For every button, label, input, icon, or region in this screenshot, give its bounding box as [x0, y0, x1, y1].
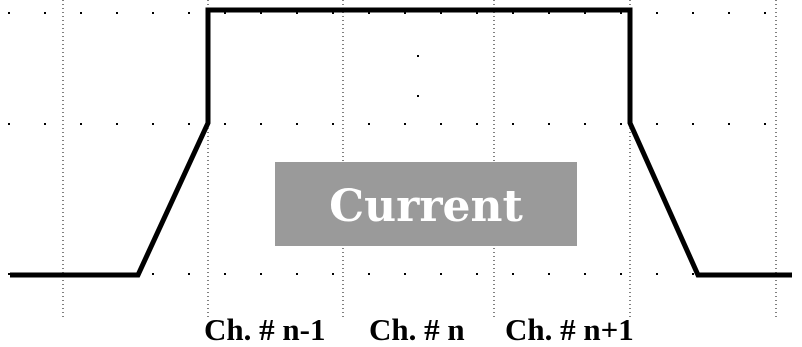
grid-dot-row1 — [224, 12, 226, 14]
grid-dot-row2 — [476, 123, 478, 125]
grid-dot-row2 — [440, 123, 442, 125]
grid-dot-row2 — [44, 123, 46, 125]
grid-dot-row2 — [548, 123, 550, 125]
grid-dot-row1 — [728, 12, 730, 14]
grid-dot-row1 — [584, 12, 586, 14]
grid-dot-row1 — [404, 12, 406, 14]
grid-dot-row2 — [116, 123, 118, 125]
grid-dot-row2 — [692, 123, 694, 125]
grid-dot-row3 — [404, 273, 406, 275]
grid-dot-row3 — [296, 273, 298, 275]
grid-dot-row3 — [188, 273, 190, 275]
grid-dot-row3 — [368, 273, 370, 275]
grid-dot-row3 — [260, 273, 262, 275]
grid-dot-row1 — [8, 12, 10, 14]
grid-dot-row2 — [224, 123, 226, 125]
grid-dot-row2 — [764, 123, 766, 125]
grid-dot-row1 — [116, 12, 118, 14]
grid-dot-row3 — [476, 273, 478, 275]
vertical-gridlines — [62, 0, 777, 318]
grid-dot-row1 — [152, 12, 154, 14]
grid-dot-row2 — [188, 123, 190, 125]
grid-dot-row1 — [548, 12, 550, 14]
grid-dot-row3 — [692, 273, 694, 275]
grid-dot-row3 — [620, 273, 622, 275]
channel-labels: Ch. # n-1 Ch. # n Ch. # n+1 — [204, 312, 634, 347]
grid-dot-row1 — [44, 12, 46, 14]
current-label-box — [275, 162, 577, 246]
current-label-text: Current — [329, 181, 523, 232]
grid-dot-row1 — [188, 12, 190, 14]
grid-dot-row2 — [656, 123, 658, 125]
grid-dot-row3 — [152, 273, 154, 275]
grid-dot-row1 — [368, 12, 370, 14]
channel-label-n: Ch. # n — [369, 312, 465, 347]
grid-dot-row3 — [548, 273, 550, 275]
grid-dot-row1 — [656, 12, 658, 14]
grid-dot-row2 — [584, 123, 586, 125]
grid-dot-row3 — [8, 273, 10, 275]
grid-dot-row1 — [764, 12, 766, 14]
grid-dot-row2 — [404, 123, 406, 125]
channel-label-n-plus-1: Ch. # n+1 — [505, 312, 634, 347]
channel-label-n-minus-1: Ch. # n-1 — [204, 312, 325, 347]
grid-dot-row2 — [512, 123, 514, 125]
grid-dot-row2 — [8, 123, 10, 125]
grid-dot-row2 — [296, 123, 298, 125]
grid-dot-row2 — [620, 123, 622, 125]
grid-dot-row3 — [512, 273, 514, 275]
grid-dot-row1 — [692, 12, 694, 14]
grid-dot-row3 — [224, 273, 226, 275]
current-trace — [10, 7, 792, 278]
grid-dot-row2 — [728, 123, 730, 125]
grid-dot-row3 — [440, 273, 442, 275]
grid-dot-row1 — [80, 12, 82, 14]
grid-dot-row2 — [332, 123, 334, 125]
grid-dot-row2 — [80, 123, 82, 125]
grid-dot-row1 — [476, 12, 478, 14]
grid-dot-row1 — [260, 12, 262, 14]
grid-dot-row3 — [584, 273, 586, 275]
grid-dot-row2 — [152, 123, 154, 125]
grid-dot-row3 — [332, 273, 334, 275]
grid-dot-row1 — [296, 12, 298, 14]
grid-dot-row1 — [332, 12, 334, 14]
grid-dot-row2 — [260, 123, 262, 125]
grid-dot-row1 — [440, 12, 442, 14]
grid-dot-row1 — [620, 12, 622, 14]
grid-dot-row2 — [368, 123, 370, 125]
grid-dot-row3 — [656, 273, 658, 275]
grid-dot-row1 — [512, 12, 514, 14]
grid-dot-center — [417, 95, 419, 97]
current-label: Current — [275, 162, 577, 246]
grid-dot-center — [417, 55, 419, 57]
